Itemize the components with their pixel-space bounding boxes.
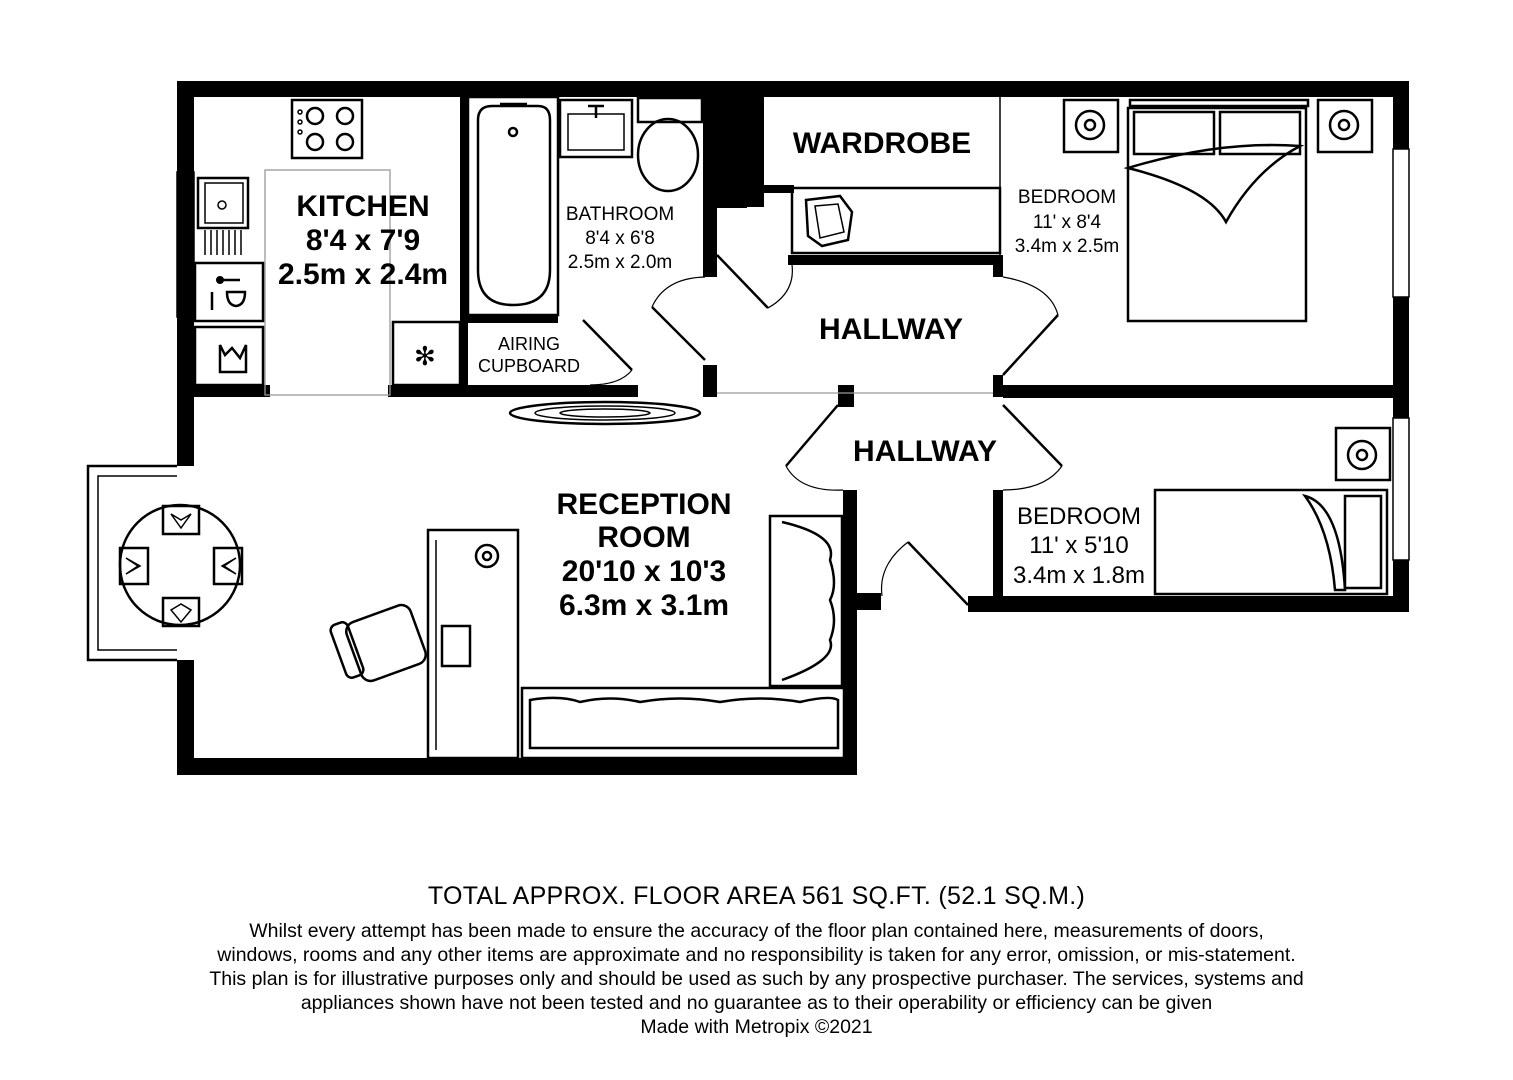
reception-metric: 6.3m x 3.1m xyxy=(559,589,729,622)
kitchen-metric: 2.5m x 2.4m xyxy=(278,258,448,291)
sink-icon xyxy=(196,176,250,255)
floor-plan: ✻ KITCHEN 8'4 x 7'9 2.5m x 2.4m BATHROOM… xyxy=(86,81,1410,775)
footer: TOTAL APPROX. FLOOR AREA 561 SQ.FT. (52.… xyxy=(0,882,1513,1039)
kitchen-imperial: 8'4 x 7'9 xyxy=(306,224,420,257)
kitchen-name: KITCHEN xyxy=(296,190,429,223)
hallway-lower-name: HALLWAY xyxy=(853,435,997,468)
bathroom: BATHROOM 8'4 x 6'8 2.5m x 2.0m xyxy=(466,95,793,361)
made-with: Made with Metropix ©2021 xyxy=(640,1016,873,1038)
bathroom-imperial: 8'4 x 6'8 xyxy=(585,228,655,249)
hob-icon xyxy=(290,98,364,160)
wardrobe: WARDROBE xyxy=(790,127,1002,255)
lamp-icon xyxy=(1062,98,1374,154)
chair-icon xyxy=(329,603,427,683)
bed-icon xyxy=(1153,488,1389,596)
bed-icon xyxy=(1123,106,1308,323)
bathroom-metric: 2.5m x 2.0m xyxy=(568,252,673,273)
bathroom-name: BATHROOM xyxy=(566,204,674,225)
svg-text:✻: ✻ xyxy=(414,341,436,371)
bedroom1-imperial: 11' x 8'4 xyxy=(1033,212,1102,233)
lamp-icon xyxy=(210,276,247,310)
walls xyxy=(177,81,1409,775)
toilet-icon xyxy=(636,96,704,193)
hallway-lower: HALLWAY xyxy=(785,404,1063,606)
desk-icon xyxy=(804,194,854,248)
bedroom-1: BEDROOM 11' x 8'4 3.4m x 2.5m xyxy=(1002,98,1374,376)
reception-imperial: 20'10 x 10'3 xyxy=(562,555,726,588)
reception-room: RECEPTION ROOM 20'10 x 10'3 6.3m x 3.1m xyxy=(329,400,846,760)
balcony xyxy=(86,464,244,662)
bedroom2-name: BEDROOM xyxy=(1017,503,1141,530)
airing-line1: AIRING xyxy=(498,334,560,354)
wardrobe-name: WARDROBE xyxy=(793,127,971,160)
bedroom2-metric: 3.4m x 1.8m xyxy=(1013,562,1145,589)
total-floor-area: TOTAL APPROX. FLOOR AREA 561 SQ.FT. (52.… xyxy=(427,882,1086,910)
disclaimer: Whilst every attempt has been made to en… xyxy=(209,920,1304,1014)
basin-icon xyxy=(558,98,634,159)
airing-cupboard: AIRING CUPBOARD xyxy=(478,319,633,386)
bath-icon xyxy=(466,95,560,317)
kitchen: ✻ KITCHEN 8'4 x 7'9 2.5m x 2.4m xyxy=(193,98,462,396)
dining-table-icon xyxy=(118,503,244,628)
fridge-freezer-icon: ✻ xyxy=(391,320,462,387)
airing-line2: CUPBOARD xyxy=(478,356,580,376)
reception-line2: ROOM xyxy=(597,521,690,554)
sofa-icon xyxy=(520,514,846,760)
bedroom1-name: BEDROOM xyxy=(1018,187,1116,208)
bedroom-2: BEDROOM 11' x 5'10 3.4m x 1.8m xyxy=(1013,426,1392,596)
hallway-upper: HALLWAY xyxy=(717,313,993,394)
rug-icon xyxy=(508,400,702,426)
washing-machine-icon xyxy=(193,325,265,387)
bedroom1-metric: 3.4m x 2.5m xyxy=(1015,236,1120,257)
lamp-icon xyxy=(1334,426,1392,482)
windows xyxy=(176,90,1410,561)
desk-icon xyxy=(426,528,520,760)
hallway-upper-name: HALLWAY xyxy=(819,313,963,346)
reception-line1: RECEPTION xyxy=(556,488,731,521)
bedroom2-imperial: 11' x 5'10 xyxy=(1029,532,1128,559)
